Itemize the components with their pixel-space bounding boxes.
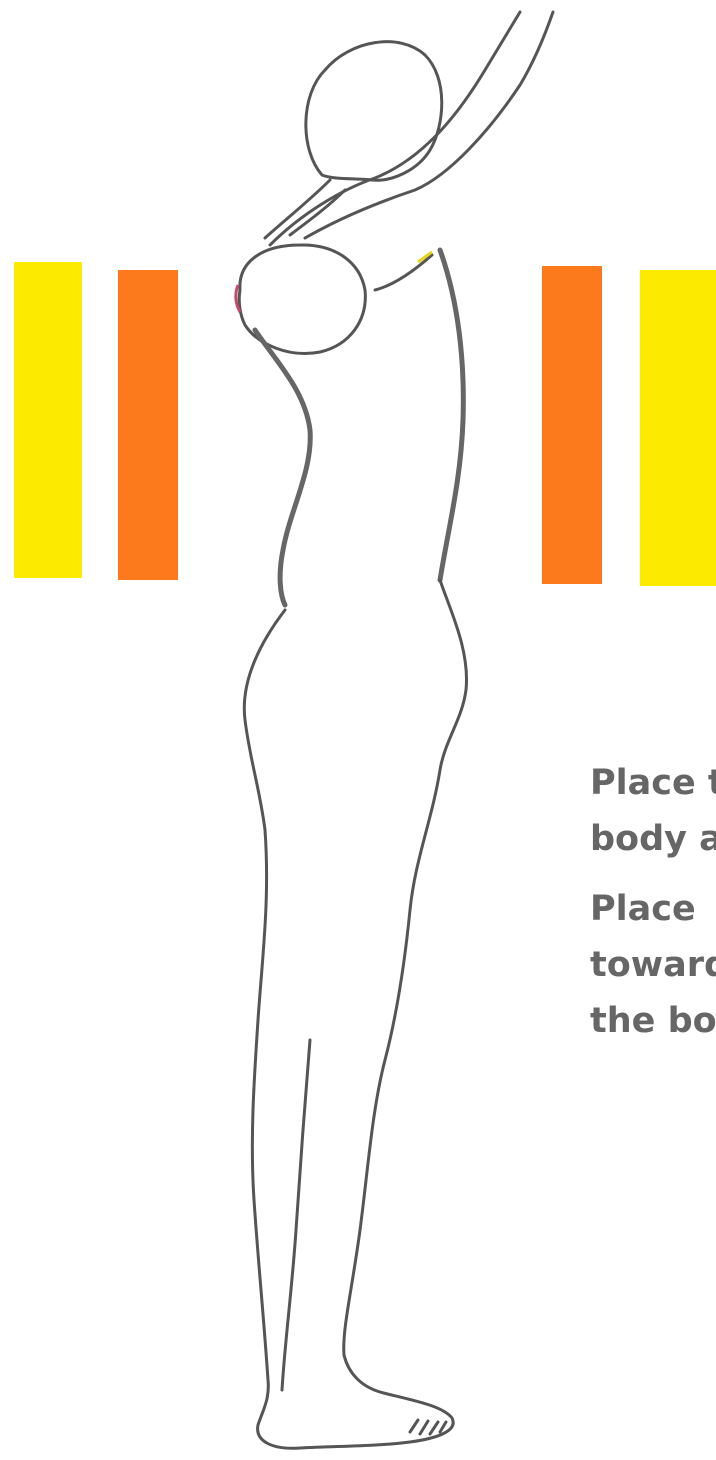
neck-outline-2	[290, 190, 345, 235]
instruction-line-start: Place	[590, 889, 696, 929]
raised-arm-inner-outline	[305, 12, 553, 238]
instruction-text: Place t body a Place toward the bo	[590, 755, 716, 1049]
instruction-para-1: Place t body a	[590, 755, 716, 867]
back-leg-outline	[344, 770, 440, 1355]
instruction-line: Place t	[590, 755, 716, 811]
instruction-line: the bo	[590, 993, 716, 1049]
back-outline	[440, 250, 463, 580]
instruction-line: toward	[590, 937, 716, 993]
armpit-line	[375, 255, 432, 290]
buttock-outline	[440, 580, 467, 770]
inner-leg-outline	[282, 1040, 310, 1390]
belly-outline	[244, 610, 285, 830]
instruction-line: body a	[590, 811, 716, 867]
instruction-para-2: Place toward the bo	[590, 881, 716, 1049]
toes-outline	[410, 1420, 446, 1434]
front-torso-outline	[255, 330, 310, 605]
instruction-line: Place	[590, 881, 716, 937]
raised-arm-outline	[270, 12, 520, 245]
head-outline	[306, 42, 442, 181]
front-leg-outline	[252, 830, 453, 1448]
